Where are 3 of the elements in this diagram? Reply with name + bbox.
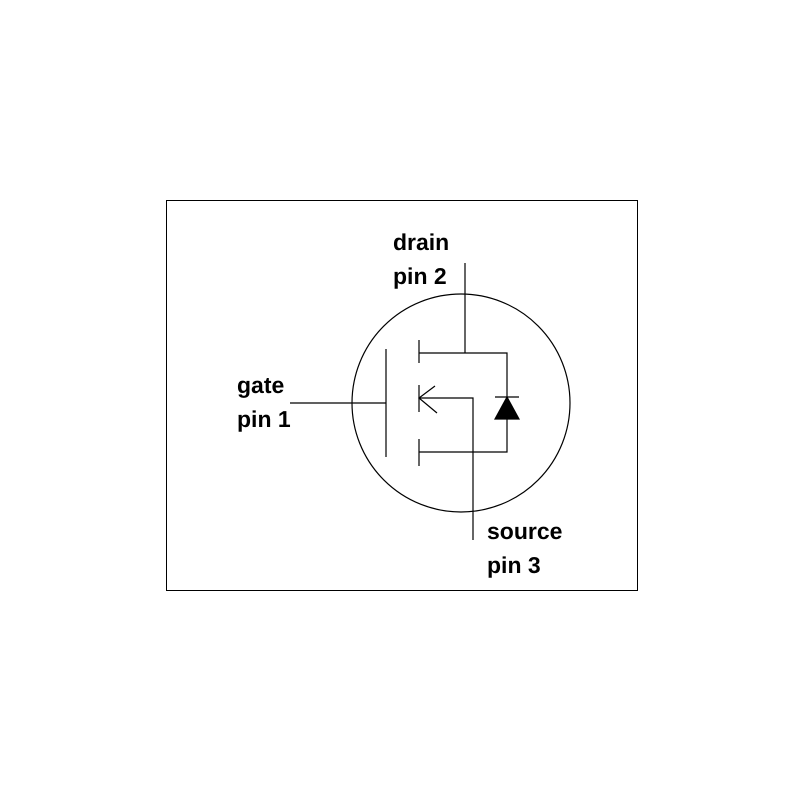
pin-label: source pin 3: [487, 517, 564, 580]
pin-label: drain pin 2: [393, 228, 450, 291]
pin-label: gate pin 1: [237, 371, 292, 434]
